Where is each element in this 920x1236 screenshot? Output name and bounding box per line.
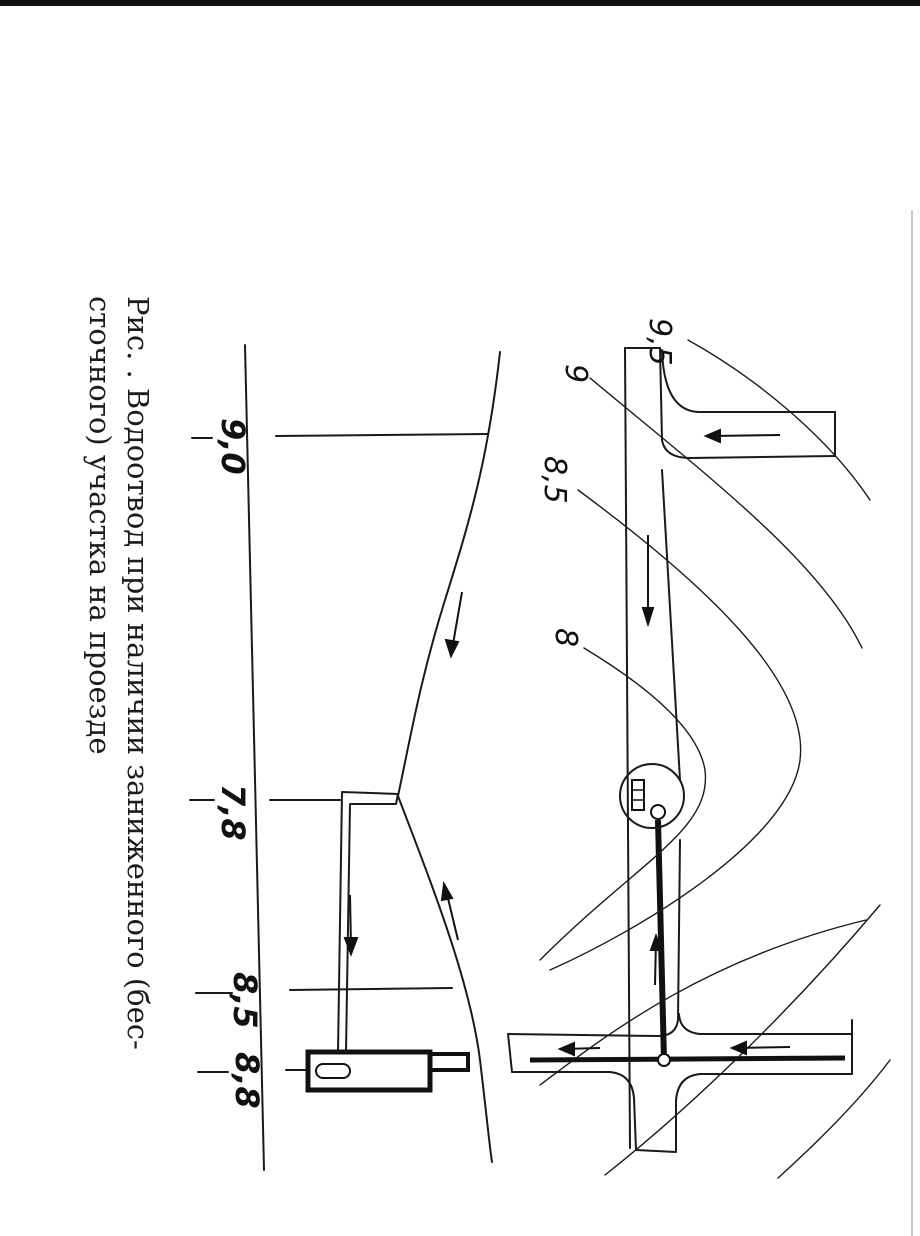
contour-lines <box>539 339 891 1179</box>
outlet-chamber <box>305 1049 470 1093</box>
contour-low-3 <box>539 919 867 1086</box>
grate-icon <box>631 779 645 811</box>
contour-8 <box>539 647 707 961</box>
profile-pipe <box>337 791 399 1053</box>
contour-label-9-5: 9,5 <box>642 318 677 366</box>
contour-label-8-5: 8,5 <box>537 456 572 504</box>
profile-view: 9,0 7,8 8,5 8,8 <box>189 344 501 1171</box>
main-road <box>507 347 836 1149</box>
contour-9-5 <box>687 339 871 501</box>
contour-8-5 <box>549 489 802 971</box>
contour-label-9: 9 <box>558 364 593 383</box>
catch-basin-circle <box>619 763 685 829</box>
contour-label-8: 8 <box>548 628 583 647</box>
elevation-label-9-0: 9,0 <box>214 418 252 475</box>
plan-view: 9,5 9 8,5 8 <box>507 318 891 1179</box>
caption: Рис. . Водоотвод при наличии заниженного… <box>83 296 155 1050</box>
elevation-ticks <box>189 433 489 1073</box>
plan-flow-arrows <box>557 428 791 1057</box>
contour-9 <box>589 377 863 649</box>
caption-line-2: сточного) участка на проезде <box>83 296 117 755</box>
elevation-label-7-8: 7,8 <box>214 784 252 841</box>
caption-line-1: Рис. . Водоотвод при наличии заниженного… <box>121 296 155 1050</box>
lower-cross-street <box>507 1013 853 1153</box>
contour-low-2 <box>777 1059 891 1179</box>
elevation-label-8-8: 8,8 <box>228 1052 266 1109</box>
profile-flow-arrows <box>343 591 463 957</box>
scan-top-edge <box>0 0 920 6</box>
contour-low-1 <box>604 904 881 1176</box>
inlet-well <box>650 804 666 820</box>
upper-side-street <box>661 349 836 457</box>
junction-well <box>657 1053 671 1067</box>
ground-profile <box>397 351 501 1163</box>
elevation-label-8-5: 8,5 <box>226 972 264 1029</box>
collector-main <box>529 1055 846 1063</box>
drain-pipe <box>655 819 667 1061</box>
profile-axis <box>244 344 265 1171</box>
